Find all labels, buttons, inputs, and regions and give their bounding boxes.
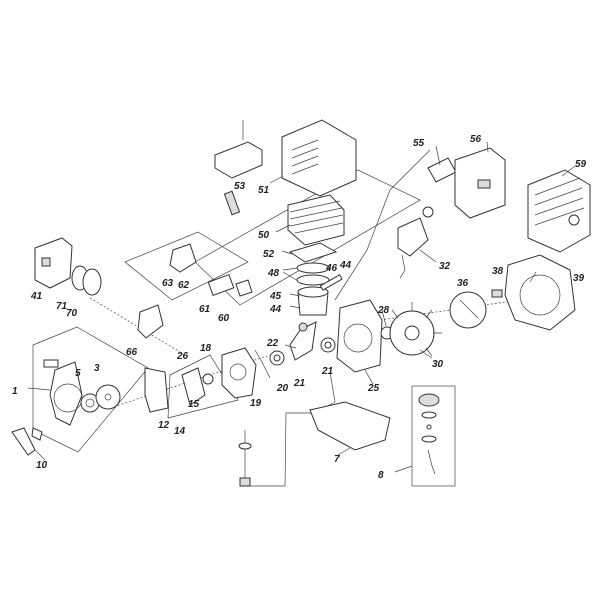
part-8-box bbox=[411, 385, 456, 487]
label-56: 56 bbox=[470, 134, 482, 145]
label-5: 5 bbox=[75, 368, 81, 379]
part-48-rings bbox=[296, 262, 330, 286]
label-38: 38 bbox=[492, 266, 504, 277]
part-20-wire bbox=[254, 349, 271, 379]
label-62: 62 bbox=[178, 280, 190, 291]
part-7-fuel-tank bbox=[309, 401, 391, 451]
label-12: 12 bbox=[158, 420, 170, 431]
part-59-muffler-cover bbox=[527, 169, 591, 253]
leader-lines bbox=[27, 141, 576, 473]
part-55-gasket bbox=[427, 157, 457, 183]
part-fuel-line bbox=[238, 430, 252, 487]
label-66: 66 bbox=[126, 347, 138, 358]
part-32-ignition-coil bbox=[397, 206, 434, 279]
label-22: 22 bbox=[266, 338, 279, 349]
part-12-gasket bbox=[144, 367, 169, 413]
label-63: 63 bbox=[162, 278, 174, 289]
label-52: 52 bbox=[263, 249, 275, 260]
label-15: 15 bbox=[188, 399, 200, 410]
part-25-crankcase bbox=[336, 299, 383, 373]
part-19-crankcase-half bbox=[221, 347, 257, 399]
label-21-right: 21 bbox=[321, 366, 334, 377]
label-20: 20 bbox=[276, 383, 289, 394]
label-14: 14 bbox=[174, 426, 186, 437]
starter-group-outline bbox=[32, 326, 149, 453]
part-30-flywheel bbox=[389, 302, 442, 357]
part-39-fan-housing bbox=[504, 254, 576, 331]
part-labels: 53 51 55 56 59 50 52 48 46 44 45 44 32 3… bbox=[12, 134, 587, 481]
assembly-axis-3 bbox=[379, 299, 521, 321]
connector-line bbox=[243, 371, 336, 487]
part-36-clutch bbox=[449, 291, 487, 329]
label-70: 70 bbox=[66, 308, 78, 319]
label-39: 39 bbox=[573, 273, 585, 284]
label-19: 19 bbox=[250, 398, 262, 409]
part-38-bolt bbox=[491, 289, 503, 298]
label-32: 32 bbox=[439, 261, 451, 272]
part-70-filter bbox=[82, 268, 102, 296]
group-outlines bbox=[32, 149, 521, 487]
connector-line-2 bbox=[334, 149, 431, 301]
part-51-cylinder-cover bbox=[281, 119, 357, 197]
part-66-filter-base bbox=[137, 304, 164, 339]
part-26-intake-plate bbox=[181, 367, 206, 406]
part-spark-plug bbox=[223, 190, 241, 216]
label-44: 44 bbox=[269, 304, 282, 315]
label-8: 8 bbox=[378, 470, 384, 481]
part-1-starter-housing bbox=[43, 359, 83, 426]
label-44-top: 44 bbox=[339, 260, 352, 271]
intake-group-outline bbox=[167, 354, 239, 419]
label-10: 10 bbox=[36, 460, 48, 471]
label-60: 60 bbox=[218, 313, 230, 324]
label-55: 55 bbox=[413, 138, 425, 149]
label-25: 25 bbox=[367, 383, 380, 394]
carburetor-group-outline bbox=[124, 231, 249, 301]
part-50-cylinder bbox=[287, 194, 345, 246]
label-53: 53 bbox=[234, 181, 246, 192]
part-52-gasket bbox=[288, 242, 338, 263]
part-3-pulley bbox=[95, 384, 121, 410]
label-48: 48 bbox=[267, 268, 280, 279]
label-26: 26 bbox=[176, 351, 189, 362]
label-59: 59 bbox=[575, 159, 587, 170]
label-61: 61 bbox=[199, 304, 211, 315]
part-8-fuel-cap bbox=[418, 393, 440, 475]
label-18: 18 bbox=[200, 343, 212, 354]
label-46: 46 bbox=[325, 263, 338, 274]
label-1: 1 bbox=[12, 386, 18, 397]
label-45: 45 bbox=[269, 291, 282, 302]
part-56-muffler bbox=[454, 147, 506, 219]
part-10-handle-guard bbox=[11, 427, 43, 456]
label-71: 71 bbox=[56, 301, 68, 312]
label-51: 51 bbox=[258, 185, 270, 196]
part-60-gasket bbox=[235, 279, 253, 297]
part-22-crankshaft bbox=[289, 321, 317, 361]
assembly-axis bbox=[89, 297, 181, 353]
part-53-shroud bbox=[214, 120, 263, 179]
part-61-adapter bbox=[207, 274, 235, 296]
label-30: 30 bbox=[432, 359, 444, 370]
part-21-bearings bbox=[269, 337, 336, 366]
label-7: 7 bbox=[334, 454, 340, 465]
label-36: 36 bbox=[457, 278, 469, 289]
part-63-carburetor bbox=[169, 243, 197, 273]
part-41-air-filter-cover bbox=[34, 237, 73, 289]
part-18-seal bbox=[202, 373, 214, 385]
label-28: 28 bbox=[377, 305, 390, 316]
label-21-left: 21 bbox=[293, 378, 306, 389]
part-45-piston bbox=[297, 274, 343, 316]
label-50: 50 bbox=[258, 230, 270, 241]
label-41: 41 bbox=[30, 291, 43, 302]
label-3: 3 bbox=[94, 363, 100, 374]
